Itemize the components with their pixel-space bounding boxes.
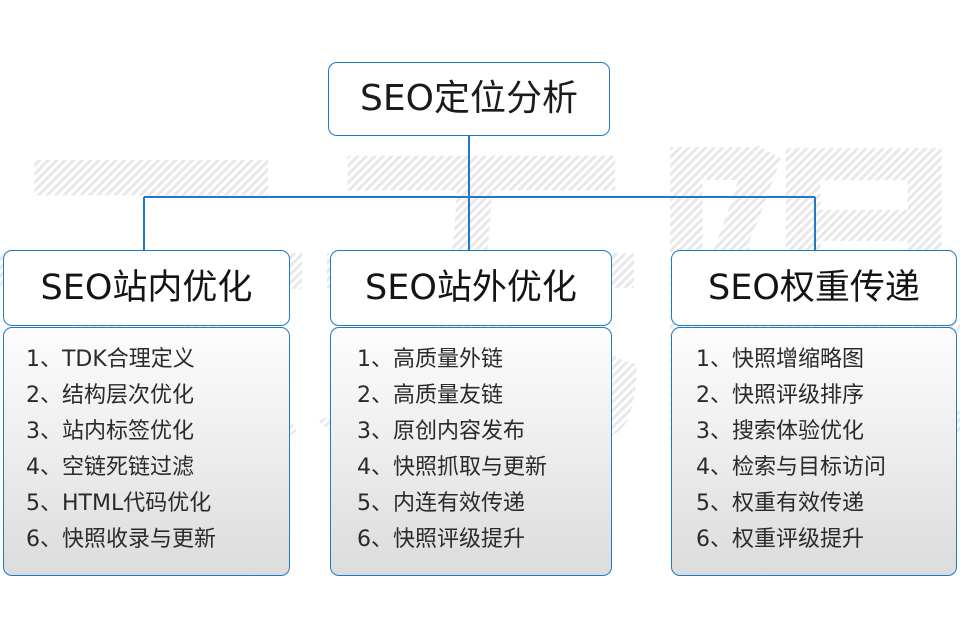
list-item: 3、搜索体验优化 xyxy=(696,419,864,444)
list-item: 2、快照评级排序 xyxy=(696,383,864,408)
list-item: 6、权重评级提升 xyxy=(696,527,864,552)
list-item: 1、高质量外链 xyxy=(357,347,503,372)
branch-column-1: SEO站内优化 1、TDK合理定义 2、结构层次优化 3、站内标签优化 4、空链… xyxy=(3,250,290,576)
list-item: 2、高质量友链 xyxy=(357,383,503,408)
root-node[interactable]: SEO定位分析 xyxy=(328,62,610,136)
branch-item-list-3: 1、快照增缩略图 2、快照评级排序 3、搜索体验优化 4、检索与目标访问 5、权… xyxy=(672,342,956,558)
list-item: 6、快照评级提升 xyxy=(357,527,525,552)
list-item: 4、快照抓取与更新 xyxy=(357,455,547,480)
list-item: 1、快照增缩略图 xyxy=(696,347,864,372)
list-item: 5、权重有效传递 xyxy=(696,491,864,516)
list-item: 1、TDK合理定义 xyxy=(26,347,195,372)
branch-column-2: SEO站外优化 1、高质量外链 2、高质量友链 3、原创内容发布 4、快照抓取与… xyxy=(330,250,612,576)
branch-item-list-2: 1、高质量外链 2、高质量友链 3、原创内容发布 4、快照抓取与更新 5、内连有… xyxy=(331,342,611,558)
list-item: 5、内连有效传递 xyxy=(357,491,525,516)
list-item: 4、检索与目标访问 xyxy=(696,455,886,480)
branch-header-3[interactable]: SEO权重传递 xyxy=(671,250,957,326)
branch-body-1: 1、TDK合理定义 2、结构层次优化 3、站内标签优化 4、空链死链过滤 5、H… xyxy=(3,327,290,576)
branch-body-2: 1、高质量外链 2、高质量友链 3、原创内容发布 4、快照抓取与更新 5、内连有… xyxy=(330,327,612,576)
branch-header-2[interactable]: SEO站外优化 xyxy=(330,250,612,326)
list-item: 6、快照收录与更新 xyxy=(26,527,216,552)
branch-header-title-1: SEO站内优化 xyxy=(40,267,253,308)
branch-header-1[interactable]: SEO站内优化 xyxy=(3,250,290,326)
branch-item-list-1: 1、TDK合理定义 2、结构层次优化 3、站内标签优化 4、空链死链过滤 5、H… xyxy=(4,342,289,558)
list-item: 3、站内标签优化 xyxy=(26,419,194,444)
branch-header-title-2: SEO站外优化 xyxy=(365,267,577,308)
branch-body-3: 1、快照增缩略图 2、快照评级排序 3、搜索体验优化 4、检索与目标访问 5、权… xyxy=(671,327,957,576)
branch-header-title-3: SEO权重传递 xyxy=(708,267,920,308)
branch-column-3: SEO权重传递 1、快照增缩略图 2、快照评级排序 3、搜索体验优化 4、检索与… xyxy=(671,250,957,576)
list-item: 5、HTML代码优化 xyxy=(26,491,212,516)
list-item: 2、结构层次优化 xyxy=(26,383,194,408)
list-item: 3、原创内容发布 xyxy=(357,419,525,444)
root-node-title: SEO定位分析 xyxy=(360,78,578,119)
list-item: 4、空链死链过滤 xyxy=(26,455,194,480)
